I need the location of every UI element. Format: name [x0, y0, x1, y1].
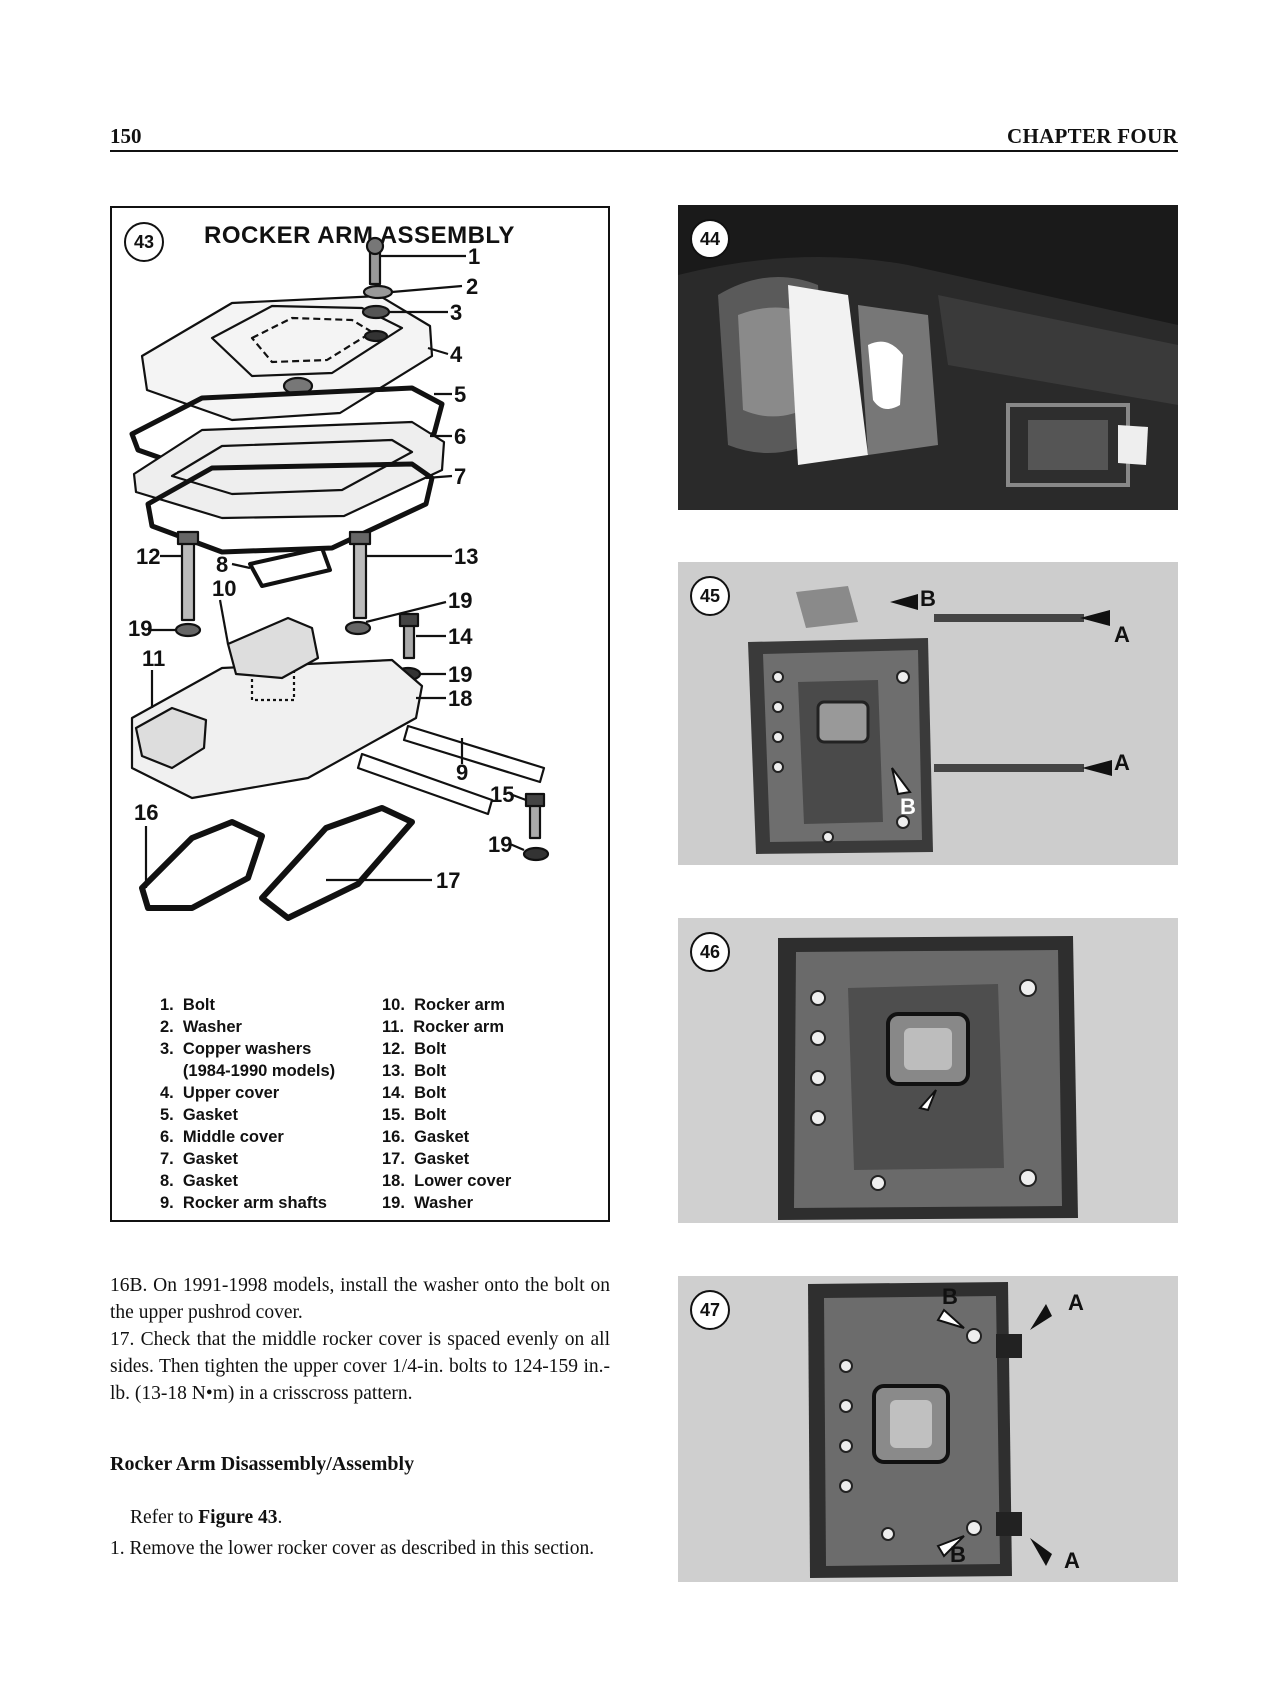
- photo-46: 46: [678, 918, 1178, 1223]
- label-a-top: A: [1114, 622, 1130, 647]
- legend-item: 2. Washer: [160, 1018, 242, 1036]
- photo-47: 47 B A B A: [678, 1276, 1178, 1582]
- legend-item: 8. Gasket: [160, 1172, 238, 1190]
- paragraph-step-1: 1. Remove the lower rocker cover as desc…: [110, 1538, 595, 1559]
- photo-47-image: [678, 1276, 1178, 1582]
- label-b-bottom: B: [950, 1542, 966, 1567]
- legend-left: 1. Bolt 2. Washer 3. Copper washers (198…: [160, 994, 335, 1214]
- bolt-14-shape: [402, 622, 416, 660]
- callout-13: 13: [454, 544, 478, 569]
- header-rule: [110, 150, 1178, 152]
- washer-3-shape: [361, 304, 391, 320]
- callout-19a: 19: [448, 588, 472, 613]
- photo-44-image: [678, 205, 1178, 510]
- label-b-top: B: [942, 1284, 958, 1309]
- section-heading: Rocker Arm Disassembly/Assembly: [110, 1453, 415, 1475]
- callout-7: 7: [454, 464, 466, 489]
- rocker-arm-exploded-diagram: 1 2 3 4 5 6 7 8 9 10 11 12 13 14 15 16 1…: [128, 236, 550, 921]
- callout-5: 5: [454, 382, 466, 407]
- callout-4: 4: [450, 342, 463, 367]
- legend-item: 4. Upper cover: [160, 1084, 280, 1102]
- figure-43-title: ROCKER ARM ASSEMBLY: [204, 222, 515, 249]
- callout-14: 14: [448, 624, 473, 649]
- callout-2: 2: [466, 274, 478, 299]
- bolt-1-shape: [368, 248, 382, 286]
- gasket-16-shape: [139, 819, 265, 911]
- legend-item: 9. Rocker arm shafts: [160, 1194, 327, 1212]
- figure-44-number: 44: [690, 219, 730, 259]
- paragraph-refer: Refer to Figure 43.: [130, 1504, 610, 1531]
- legend-item: 7. Gasket: [160, 1150, 238, 1168]
- legend-item: 15. Bolt: [382, 1106, 447, 1124]
- legend-item: 3. Copper washers: [160, 1040, 312, 1058]
- gasket-17-shape: [259, 805, 415, 921]
- callout-17: 17: [436, 868, 460, 893]
- bolt-15-shape: [528, 802, 542, 840]
- callout-9: 9: [456, 760, 468, 785]
- label-a-bottom: A: [1064, 1548, 1080, 1573]
- callout-11: 11: [142, 646, 165, 671]
- callout-8: 8: [216, 552, 228, 577]
- legend-item: 11. Rocker arm: [382, 1018, 504, 1036]
- photo-44: 44: [678, 205, 1178, 510]
- legend-item: 1. Bolt: [160, 996, 216, 1014]
- paragraph-17: 17. Check that the middle rocker cover i…: [110, 1329, 610, 1404]
- legend-item: 10. Rocker arm: [382, 996, 505, 1014]
- callout-1: 1: [468, 244, 480, 269]
- rocker-arm-10-shape: [226, 616, 320, 680]
- callout-12: 12: [136, 544, 160, 569]
- figure-43-number: 43: [124, 222, 164, 262]
- legend-right: 10. Rocker arm 11. Rocker arm 12. Bolt 1…: [382, 994, 511, 1214]
- callout-19c: 19: [448, 662, 472, 687]
- refer-suffix: .: [277, 1507, 283, 1528]
- label-b-top: B: [920, 586, 936, 611]
- figure-47-number: 47: [690, 1290, 730, 1330]
- callout-15: 15: [490, 782, 514, 807]
- legend-item: 16. Gasket: [382, 1128, 470, 1146]
- callout-6: 6: [454, 424, 466, 449]
- photo-45-image: [678, 562, 1178, 865]
- refer-prefix: Refer to: [130, 1507, 199, 1528]
- rocker-arm-11-shape: [134, 706, 208, 770]
- middle-cover-shape: [132, 420, 446, 520]
- legend-item: 5. Gasket: [160, 1106, 238, 1124]
- chapter-title: CHAPTER FOUR: [1006, 124, 1178, 148]
- figure-45-number: 45: [690, 576, 730, 616]
- bolt-13-shape: [352, 540, 368, 620]
- label-b-bottom: B: [900, 794, 916, 819]
- legend-item: 6. Middle cover: [160, 1128, 284, 1146]
- washer-2-shape: [362, 284, 394, 300]
- callout-10: 10: [212, 576, 236, 601]
- callout-19d: 19: [488, 832, 512, 857]
- callout-3: 3: [450, 300, 462, 325]
- paragraph-16b: 16B. On 1991-1998 models, install the wa…: [110, 1275, 610, 1323]
- label-a-bottom: A: [1114, 750, 1130, 775]
- figure-46-number: 46: [690, 932, 730, 972]
- figure-reference: Figure 43: [198, 1507, 278, 1528]
- callout-19b: 19: [128, 616, 152, 641]
- legend-item: 14. Bolt: [382, 1084, 447, 1102]
- legend-item: (1984-1990 models): [160, 1062, 336, 1080]
- gasket-7-shape: [145, 461, 435, 555]
- bolt-12-shape: [180, 540, 196, 622]
- legend-item: 19. Washer: [382, 1194, 474, 1212]
- callout-16: 16: [134, 800, 158, 825]
- callout-18: 18: [448, 686, 472, 711]
- label-a-top: A: [1068, 1290, 1084, 1315]
- page-number: 150: [110, 124, 142, 148]
- legend-item: 13. Bolt: [382, 1062, 447, 1080]
- rocker-shaft-9a-shape: [402, 724, 546, 784]
- photo-46-image: [678, 918, 1178, 1223]
- photo-45: 45 B A A B: [678, 562, 1178, 865]
- legend-item: 18. Lower cover: [382, 1172, 512, 1190]
- gasket-8-shape: [248, 546, 332, 588]
- figure-43: 43 ROCKER ARM ASSEMBLY: [110, 206, 610, 1222]
- rocker-shaft-9b-shape: [356, 752, 494, 816]
- legend-item: 12. Bolt: [382, 1040, 447, 1058]
- legend-item: 17. Gasket: [382, 1150, 470, 1168]
